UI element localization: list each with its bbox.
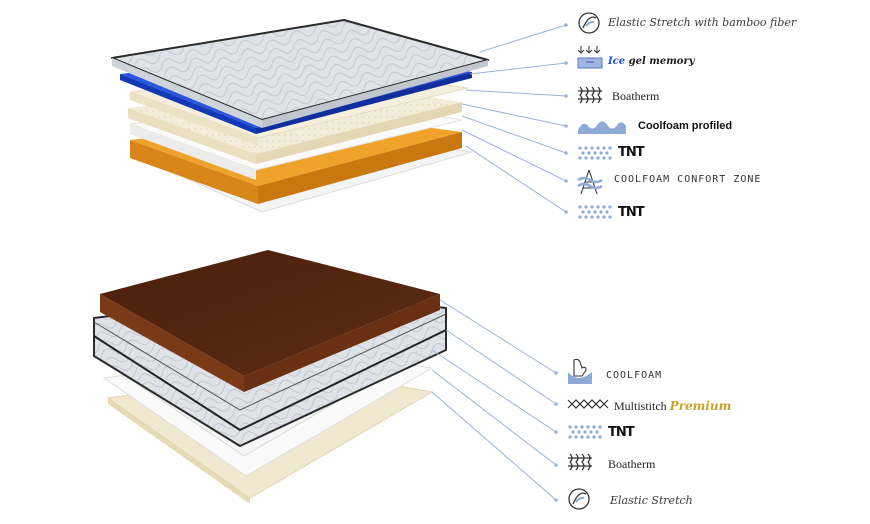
label-tnt-top-2: TNT [618, 205, 645, 220]
label-coolfoam: COOLFOAM [606, 370, 663, 381]
label-ice-gel-memory: Ice gel memory [608, 56, 695, 67]
label-boatherm-bottom: Boatherm [608, 457, 656, 471]
label-tnt-bottom: TNT [608, 425, 635, 440]
label-multistitch-word: Multistitch [614, 399, 667, 413]
top-layer-quilted-cover [111, 19, 489, 128]
comfort-zone-icon [577, 169, 603, 195]
coolfoam-hand-icon [568, 358, 592, 384]
label-coolfoam-confort-zone: COOLFOAM CONFORT ZONE [614, 174, 762, 185]
bottom-layer-coolfoam-topper [100, 250, 440, 392]
multistitch-icon [567, 399, 609, 409]
leader-points-top [564, 23, 568, 214]
label-boatherm-top: Boatherm [612, 89, 660, 103]
label-multistitch: Multistitch Premium [614, 399, 731, 414]
leader-lines-bottom [431, 299, 557, 501]
tnt-dots-icon [578, 146, 612, 160]
leader-lines-top [461, 24, 567, 213]
label-coolfoam-profiled: Coolfoam profiled [638, 120, 733, 132]
tnt-dots-icon [578, 205, 612, 219]
label-elastic-stretch: Elastic Stretch [610, 494, 693, 507]
boatherm-icon [568, 453, 592, 471]
gel-memory-icon [577, 46, 603, 69]
label-tnt-top-1: TNT [618, 145, 645, 160]
label-gel-memory-word: gel memory [625, 56, 695, 67]
tnt-dots-icon [568, 425, 602, 439]
label-premium-word: Premium [669, 399, 732, 413]
boatherm-icon [578, 86, 602, 104]
label-ice-word: Ice [608, 56, 626, 67]
label-elastic-stretch-bamboo: Elastic Stretch with bamboo fiber [608, 16, 797, 29]
bamboo-fiber-icon [578, 12, 600, 34]
bamboo-fiber-icon [568, 488, 590, 510]
profiled-wave-icon [578, 121, 626, 134]
leader-points-bottom [554, 371, 558, 502]
